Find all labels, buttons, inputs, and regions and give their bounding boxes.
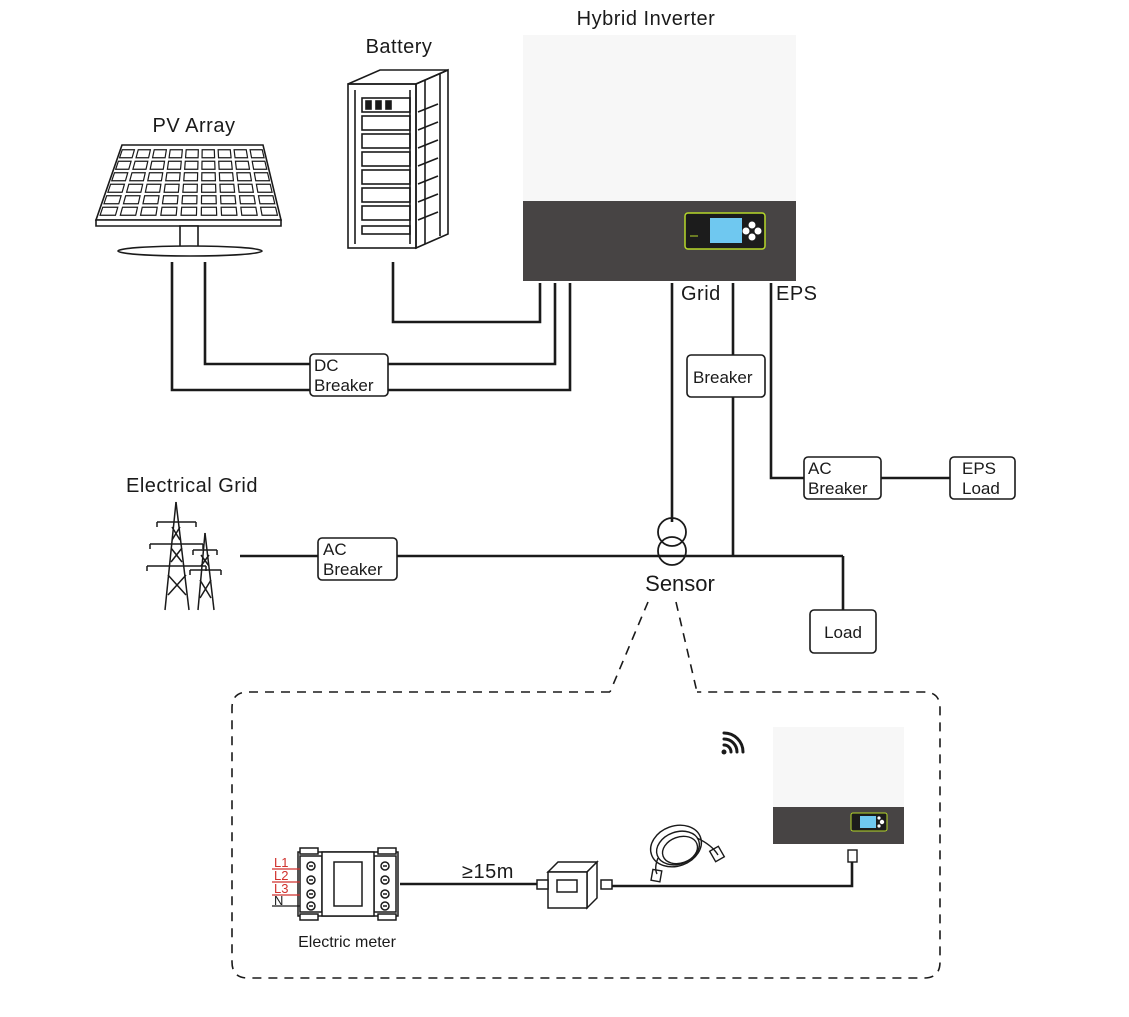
pv-cell: [251, 160, 268, 170]
pv-cell: [184, 160, 199, 170]
pv-cell: [122, 195, 141, 205]
pv-cell: [200, 195, 217, 205]
pv-cell: [201, 160, 216, 170]
hybrid-inverter-label: Hybrid Inverter: [577, 8, 716, 30]
pv-cell: [184, 149, 199, 159]
breaker-label: Breaker: [693, 368, 753, 387]
pv-cell: [147, 172, 164, 182]
distance-label: ≥15m: [462, 861, 514, 883]
pv-cell: [234, 160, 251, 170]
pv-cell: [110, 172, 129, 182]
meter-terminal-wires: [272, 868, 300, 907]
ac-breaker-grid-line1: AC: [323, 540, 347, 559]
ac-breaker-eps-line2: Breaker: [808, 479, 868, 498]
pv-cell: [220, 206, 238, 216]
pv-array-label: PV Array: [153, 115, 236, 137]
wifi-signal-icon: [721, 731, 745, 755]
pv-cell: [257, 195, 276, 205]
pv-cell: [201, 172, 217, 182]
sensor-ct-icon: [657, 517, 687, 566]
pv-cell: [114, 160, 132, 170]
pv-cell: [182, 183, 198, 193]
dc-breaker-line2: Breaker: [314, 376, 374, 395]
pv-cell: [200, 206, 218, 216]
eps-load-line1: EPS: [962, 459, 996, 478]
pv-cell: [168, 149, 184, 159]
grid-port-label: Grid: [681, 283, 721, 305]
pv-cell: [103, 195, 122, 205]
pv-cell: [161, 195, 179, 205]
pv-cell: [99, 206, 119, 216]
pv-cell: [219, 183, 236, 193]
breaker-box: Breaker: [686, 354, 766, 398]
pv-cell: [255, 183, 273, 193]
meter-cable-run: [400, 849, 858, 888]
pv-cell: [180, 206, 198, 216]
electric-meter-label: Electric meter: [298, 934, 396, 951]
ac-breaker-grid-box: AC Breaker: [317, 537, 398, 581]
ac-breaker-grid-line2: Breaker: [323, 560, 383, 579]
pv-cell: [218, 160, 233, 170]
pv-cell: [236, 172, 253, 182]
terminal-l1: L1: [274, 855, 288, 870]
dc-breaker-line1: DC: [314, 356, 339, 375]
pv-cell: [233, 149, 249, 159]
solar-panel-icon: [94, 144, 283, 257]
eps-load-line2: Load: [962, 479, 1000, 498]
pv-cell: [166, 160, 182, 170]
load-box: Load: [809, 609, 877, 654]
pv-cell: [238, 195, 256, 205]
pv-cell: [237, 183, 255, 193]
pv-cell: [165, 172, 181, 182]
pv-cell: [151, 149, 168, 159]
ac-breaker-eps-box: AC Breaker: [803, 456, 882, 500]
battery-rack-icon: [347, 68, 449, 250]
dc-breaker-box: DC Breaker: [309, 353, 389, 397]
pv-cell: [119, 206, 139, 216]
pv-cell: [118, 149, 136, 159]
ac-breaker-eps-line1: AC: [808, 459, 832, 478]
pv-cell: [183, 172, 199, 182]
pv-cell: [163, 183, 180, 193]
pv-cell: [160, 206, 178, 216]
pv-cell: [135, 149, 152, 159]
pv-cell: [107, 183, 126, 193]
pv-cell: [240, 206, 258, 216]
pv-cell: [249, 149, 265, 159]
pv-cell: [201, 149, 216, 159]
terminal-l2: L2: [274, 868, 288, 883]
pv-cell: [253, 172, 271, 182]
pv-cell: [144, 183, 162, 193]
rj45-connector-icon: [536, 860, 613, 910]
pv-cell: [181, 195, 198, 205]
pv-cell: [132, 160, 149, 170]
electric-meter-icon: [297, 847, 399, 921]
pv-cell: [200, 183, 217, 193]
pv-cell: [125, 183, 144, 193]
small-inverter-icon: [773, 727, 904, 844]
pv-cell: [142, 195, 160, 205]
electrical-grid-label: Electrical Grid: [126, 475, 258, 497]
battery-label: Battery: [366, 36, 433, 58]
pv-cell: [128, 172, 146, 182]
terminal-n: N: [274, 893, 283, 908]
coiled-cable-icon: [649, 824, 726, 883]
pv-cell: [218, 172, 235, 182]
inverter-icon: [523, 35, 796, 281]
pv-cell: [219, 195, 237, 205]
pv-cell: [139, 206, 158, 216]
load-label: Load: [824, 623, 862, 642]
sensor-label: Sensor: [645, 571, 715, 596]
pv-cell: [149, 160, 166, 170]
pv-cell: [259, 206, 279, 216]
transmission-tower-icon: [146, 501, 222, 611]
pv-cell: [217, 149, 232, 159]
eps-port-label: EPS: [776, 283, 818, 305]
terminal-l3: L3: [274, 881, 288, 896]
eps-load-box: EPS Load: [949, 456, 1016, 500]
